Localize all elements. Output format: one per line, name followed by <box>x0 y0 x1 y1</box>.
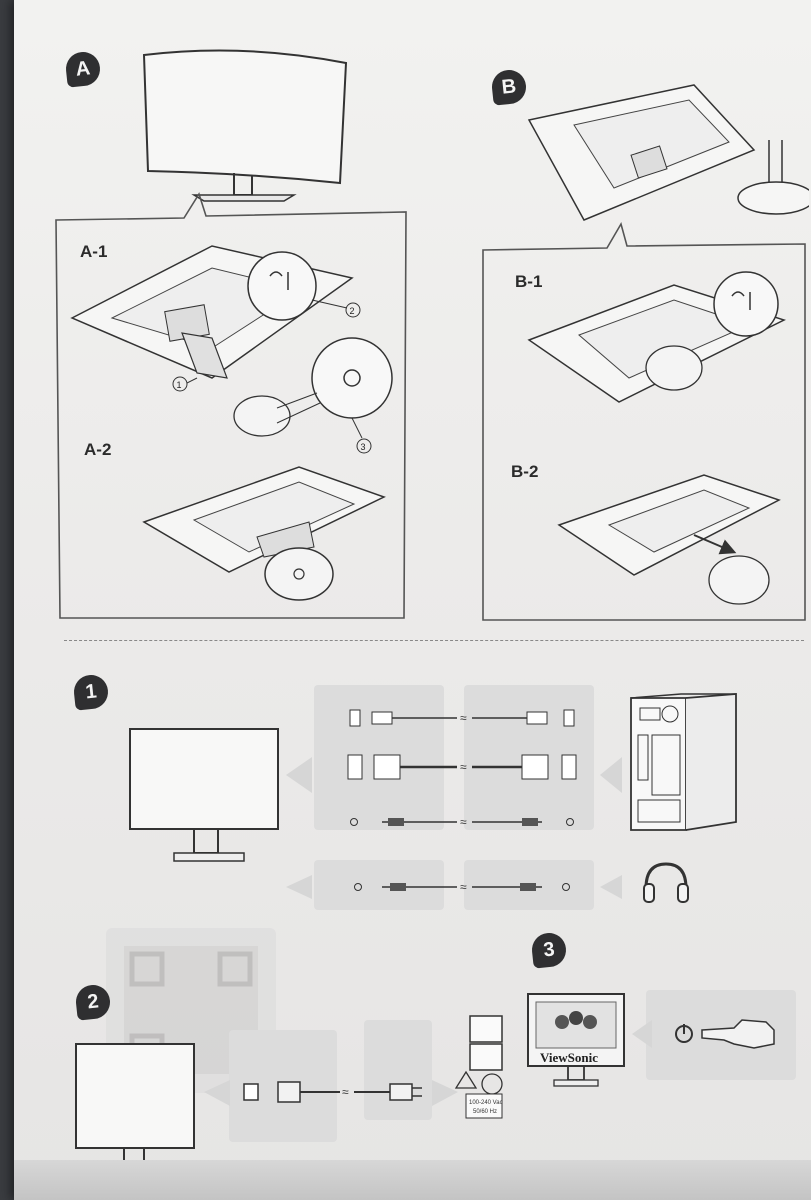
voltage-range-label: 100-240 Vac <box>469 1100 503 1106</box>
svg-text:≈: ≈ <box>460 711 467 725</box>
pc-tower-icon <box>630 693 737 831</box>
svg-text:≈: ≈ <box>460 880 467 894</box>
cable-illustrations: ≈ ≈ ≈ ≈ <box>286 709 622 899</box>
svg-text:≈: ≈ <box>342 1085 349 1099</box>
connect-monitor-illustration <box>129 728 279 862</box>
monitor-back-with-stand-illustration <box>527 84 809 221</box>
footer-band <box>14 1160 811 1200</box>
section-divider <box>64 640 804 641</box>
step-a1-label: A-1 <box>80 242 108 261</box>
section-a-panel <box>55 192 407 619</box>
power-monitor-illustration <box>75 1043 195 1169</box>
callout-1: 1 <box>177 380 182 390</box>
step-b1-label: B-1 <box>515 272 543 291</box>
a1-monitor-back-illustration: 2 1 3 <box>70 245 393 454</box>
step-1-badge: 1 <box>72 673 110 711</box>
b1-stand-removal-illustration <box>527 271 786 403</box>
a2-monitor-stand-illustration <box>142 466 386 601</box>
power-cable-illustration: ≈ <box>204 1080 458 1106</box>
section-b-badge: B <box>490 68 528 106</box>
step-a2-label: A-2 <box>84 440 112 459</box>
power-plug-panel <box>364 1020 432 1120</box>
section-a-badge: A <box>64 50 102 88</box>
instruction-sheet: A A-1 A-2 2 1 3 <box>14 0 811 1200</box>
headphones-icon <box>643 862 689 903</box>
step-b2-label: B-2 <box>511 462 539 481</box>
step-3-badge: 3 <box>530 931 568 969</box>
svg-text:≈: ≈ <box>460 760 467 774</box>
wall-outlet-icon: 100-240 Vac 50/60 Hz <box>454 1015 503 1119</box>
svg-text:≈: ≈ <box>460 815 467 829</box>
callout-2: 2 <box>350 306 355 316</box>
power-button-press-illustration <box>632 1019 775 1049</box>
b2-stand-detached-illustration <box>557 474 781 605</box>
frequency-label: 50/60 Hz <box>473 1109 497 1115</box>
monitor-front-illustration <box>142 49 348 202</box>
monitor-audio-out-panel <box>314 860 444 910</box>
viewsonic-logo-text: ViewSonic <box>540 1050 598 1065</box>
callout-3: 3 <box>361 442 366 452</box>
viewsonic-monitor-illustration: ViewSonic <box>527 993 625 1087</box>
section-b-panel <box>482 221 806 621</box>
